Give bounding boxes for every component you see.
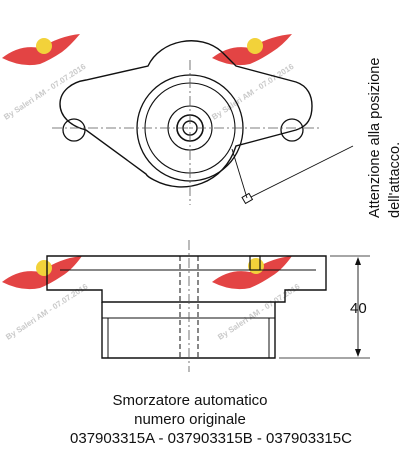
logo-emblem bbox=[36, 38, 52, 54]
side-view: 40 bbox=[46, 240, 370, 372]
logo-emblem bbox=[247, 38, 263, 54]
note-leader bbox=[250, 145, 354, 198]
mounting-hole-left bbox=[62, 118, 86, 142]
side-attachment-tab bbox=[249, 255, 261, 271]
position-note-line-2: dell'attacco. bbox=[387, 142, 403, 218]
watermark-text: By Saleri AM - 07.07.2016 bbox=[2, 62, 88, 122]
top-view: Attenzione alla posizione dell'attacco. bbox=[52, 40, 403, 218]
flange-profile bbox=[46, 255, 327, 303]
watermark-bottom-left: By Saleri AM - 07.07.2016 bbox=[2, 256, 90, 342]
flange-outline bbox=[59, 40, 313, 188]
caption-line-2: numero originale bbox=[134, 411, 246, 428]
dimension-arrow-top bbox=[355, 257, 361, 265]
caption-line-1: Smorzatore automatico bbox=[112, 392, 267, 409]
leader-line bbox=[231, 148, 248, 199]
body-profile bbox=[101, 302, 276, 359]
dimension-arrow-bottom bbox=[355, 349, 361, 357]
dimension-height-label: 40 bbox=[350, 300, 367, 317]
watermark-top-left: By Saleri AM - 07.07.2016 bbox=[2, 34, 88, 122]
attachment-tab bbox=[241, 192, 254, 205]
logo-emblem bbox=[36, 260, 52, 276]
mounting-hole-right bbox=[280, 118, 304, 142]
caption-line-3: 037903315A - 037903315B - 037903315C bbox=[70, 430, 352, 447]
watermark-bottom-right: By Saleri AM - 07.07.2016 bbox=[212, 256, 302, 342]
caption: Smorzatore automatico numero originale 0… bbox=[70, 392, 352, 447]
position-note: Attenzione alla posizione dell'attacco. bbox=[367, 54, 403, 218]
position-note-line-1: Attenzione alla posizione bbox=[367, 58, 383, 218]
